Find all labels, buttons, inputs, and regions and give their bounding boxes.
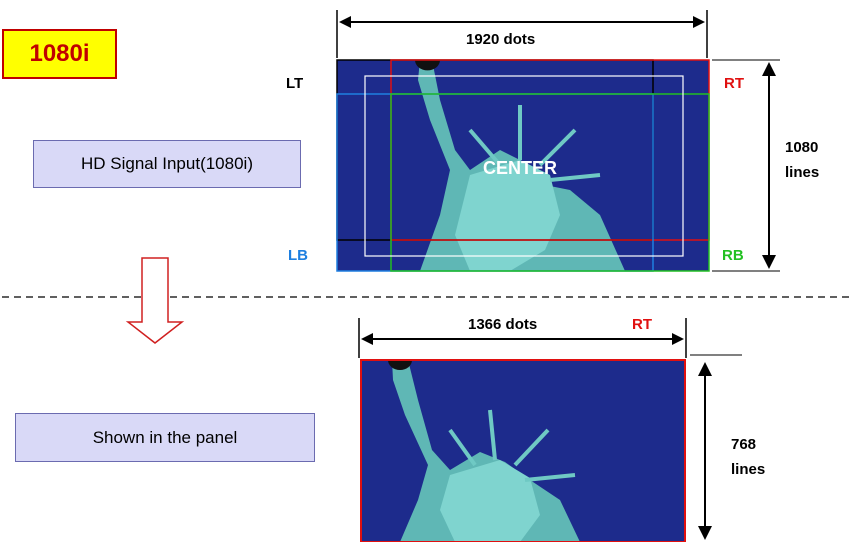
format-badge: 1080i [2,29,117,79]
corner-label-rb: RB [722,247,744,264]
top-height-label-value: 1080 [785,139,819,156]
rb-frame [390,93,710,272]
bottom-height-label-value: 768 [731,436,757,453]
corner-label-lb: LB [288,247,308,264]
down-arrow-icon [125,257,185,344]
bottom-width-label: 1366 dots [468,316,538,333]
corner-label-rt: RT [724,75,744,92]
bottom-height-label-unit: lines [731,461,766,478]
center-label: CENTER [483,158,558,178]
top-width-label: 1920 dots [466,31,536,48]
shown-in-panel-box: Shown in the panel [15,413,315,462]
bottom-image [360,359,686,542]
top-height-label-unit: lines [785,164,820,181]
panel-rt-frame [360,359,686,542]
center-frame [364,75,684,257]
top-image [336,59,710,272]
hd-signal-input-box: HD Signal Input(1080i) [33,140,301,188]
bottom-corner-label-rt: RT [632,316,652,333]
corner-label-lt: LT [286,75,304,92]
